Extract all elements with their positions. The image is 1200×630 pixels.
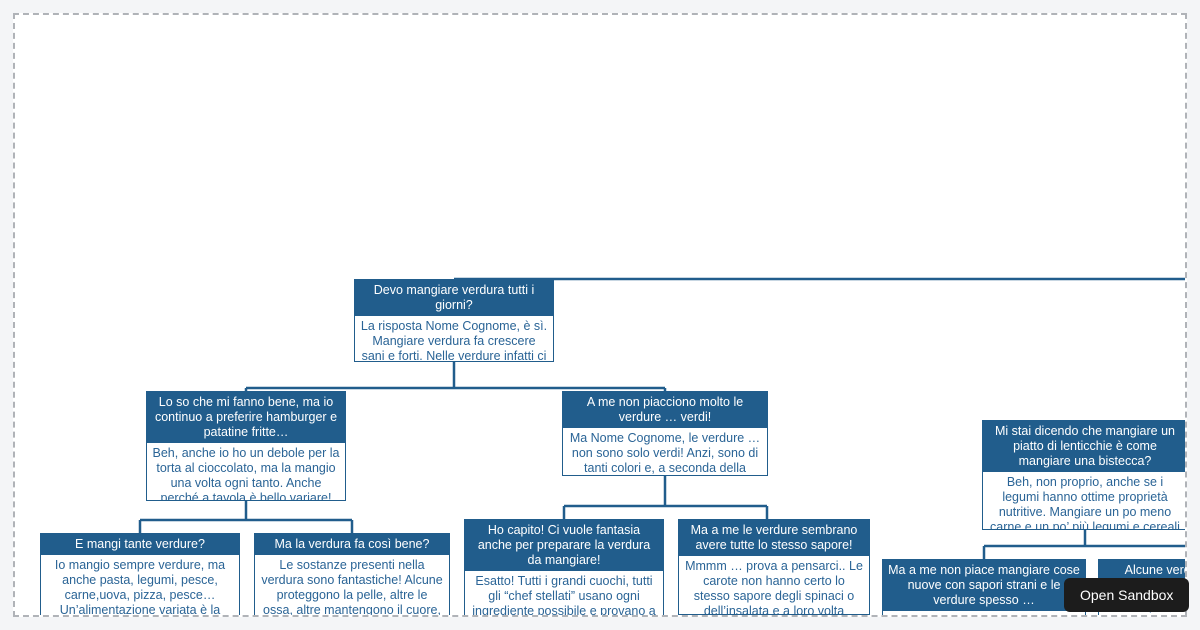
node-leaf5[interactable]: Ma a me non piace mangiare cose nuove co…: [882, 559, 1086, 615]
node-leaf1-title: E mangi tante verdure?: [41, 534, 239, 555]
node-leaf4-body: Mmmm … prova a pensarci.. Le carote non …: [685, 559, 863, 615]
node-leaf5-body: … hanno odori e sapori un po’ particolar…: [883, 611, 1085, 615]
node-leaf3[interactable]: Ho capito! Ci vuole fantasia anche per p…: [464, 519, 664, 617]
node-right1[interactable]: Mi stai dicendo che mangiare un piatto d…: [982, 420, 1185, 530]
connector-lines: [138, 277, 1185, 559]
node-leaf2[interactable]: Ma la verdura fa così bene? Le sostanze …: [254, 533, 450, 617]
node-leaf1-body: Io mangio sempre verdure, ma anche pasta…: [54, 558, 226, 617]
node-leaf2-title: Ma la verdura fa così bene?: [255, 534, 449, 555]
mindmap-canvas[interactable]: Devo mangiare verdura tutti i giorni? La…: [13, 13, 1187, 617]
node-left1-title: Lo so che mi fanno bene, ma io continuo …: [147, 392, 345, 443]
node-root[interactable]: Devo mangiare verdura tutti i giorni? La…: [354, 279, 554, 362]
node-leaf4[interactable]: Ma a me le verdure sembrano avere tutte …: [678, 519, 870, 615]
node-root-title: Devo mangiare verdura tutti i giorni?: [355, 280, 553, 316]
node-leaf3-title: Ho capito! Ci vuole fantasia anche per p…: [465, 520, 663, 571]
node-leaf1[interactable]: E mangi tante verdure? Io mangio sempre …: [40, 533, 240, 617]
node-right1-body: Beh, non proprio, anche se i legumi hann…: [990, 475, 1180, 530]
mindmap-graph: Devo mangiare verdura tutti i giorni? La…: [15, 15, 1185, 615]
node-root-body: La risposta Nome Cognome, è sì. Mangiare…: [360, 319, 548, 362]
node-left1[interactable]: Lo so che mi fanno bene, ma io continuo …: [146, 391, 346, 501]
node-leaf3-body: Esatto! Tutti i grandi cuochi, tutti gli…: [472, 574, 656, 617]
node-mid1-body: Ma Nome Cognome, le verdure …non sono so…: [569, 431, 761, 475]
node-leaf2-body: Le sostanze presenti nella verdura sono …: [261, 558, 443, 617]
node-mid1-title: A me non piacciono molto le verdure … ve…: [563, 392, 767, 428]
node-right1-title: Mi stai dicendo che mangiare un piatto d…: [983, 421, 1185, 472]
node-leaf5-title: Ma a me non piace mangiare cose nuove co…: [883, 560, 1085, 611]
node-mid1[interactable]: A me non piacciono molto le verdure … ve…: [562, 391, 768, 476]
node-left1-body: Beh, anche io ho un debole per la torta …: [152, 446, 340, 501]
node-leaf4-title: Ma a me le verdure sembrano avere tutte …: [679, 520, 869, 556]
open-sandbox-button[interactable]: Open Sandbox: [1064, 578, 1190, 612]
